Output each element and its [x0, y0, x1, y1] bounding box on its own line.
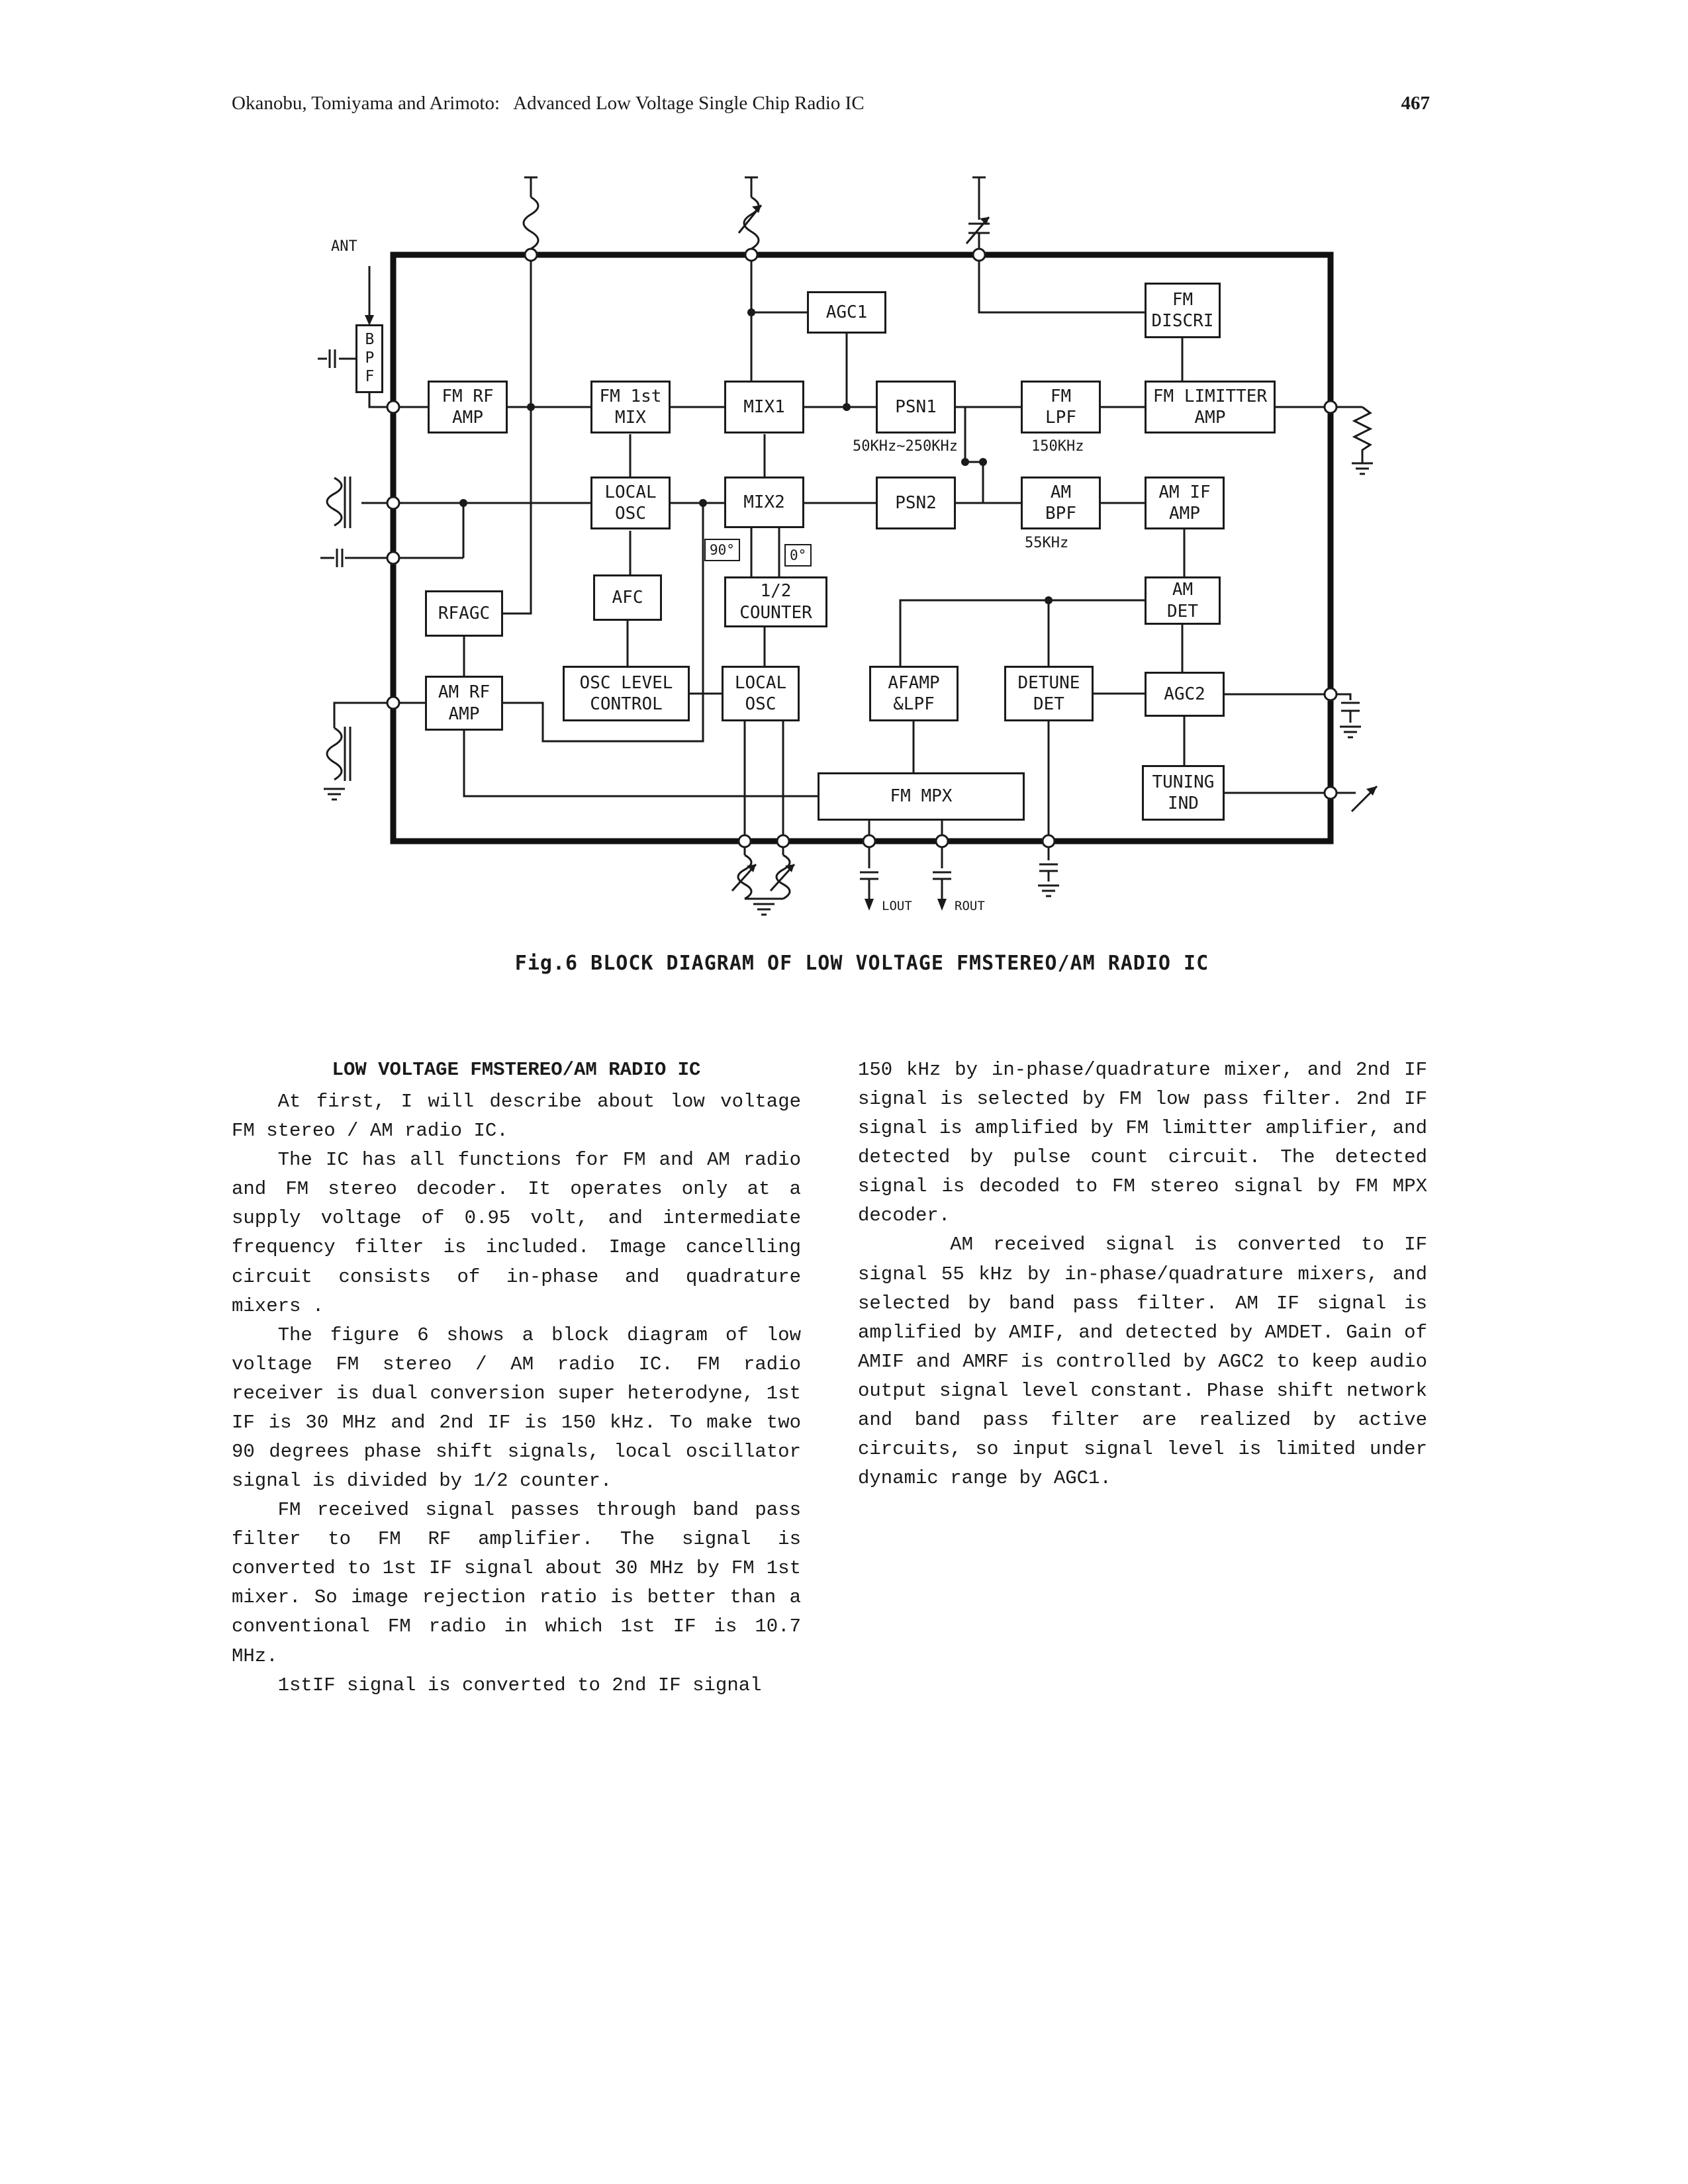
lout-label: LOUT: [882, 899, 912, 913]
rout-label: ROUT: [955, 899, 985, 913]
paragraph: 150 kHz by in-phase/quadrature mixer, an…: [858, 1059, 1427, 1227]
right-column: 150 kHz by in-phase/quadrature mixer, an…: [858, 1056, 1427, 1700]
block-afamp-lpf: AFAMP &LPF: [869, 666, 959, 721]
figure-caption: Fig.6 BLOCK DIAGRAM OF LOW VOLTAGE FMSTE…: [514, 952, 1209, 975]
pin-terminals: [386, 248, 1338, 848]
ground-symbols: [324, 462, 1373, 916]
phase-0-label: 0°: [784, 544, 812, 567]
block-osc-level-control: OSC LEVEL CONTROL: [563, 666, 690, 721]
am-bpf-freq-label: 55KHz: [1025, 535, 1069, 551]
block-psn1: PSN1: [876, 381, 956, 433]
block-fm-mpx: FM MPX: [818, 772, 1025, 821]
phase-90-label: 90°: [704, 539, 740, 561]
fm-lpf-freq-label: 150KHz: [1031, 438, 1084, 455]
block-fm-rf-amp: FM RF AMP: [428, 381, 508, 433]
block-am-bpf: AM BPF: [1021, 477, 1101, 529]
block-bpf: BPF: [355, 324, 383, 393]
block-diagram-figure: AGC1 FM DISCRI BPF FM RF AMP FM 1st MIX …: [0, 0, 1688, 993]
block-half-counter: 1/2 COUNTER: [724, 576, 827, 627]
junction-dots: [459, 308, 1053, 604]
left-column: LOW VOLTAGE FMSTEREO/AM RADIO IC At firs…: [232, 1056, 801, 1700]
paragraph: At first, I will describe about low volt…: [232, 1091, 801, 1142]
block-agc1: AGC1: [807, 291, 886, 334]
running-header: Okanobu, Tomiyama and Arimoto: Advanced …: [232, 93, 1430, 114]
block-tuning-ind: TUNING IND: [1142, 765, 1225, 821]
paragraph: FM received signal passes through band p…: [232, 1499, 801, 1667]
block-fm-discri: FM DISCRI: [1145, 283, 1221, 338]
block-am-det: AM DET: [1145, 576, 1221, 625]
block-agc2: AGC2: [1145, 672, 1225, 717]
arrowheads: [365, 205, 1377, 911]
block-mix1: MIX1: [724, 381, 804, 433]
paragraph: 1stIF signal is converted to 2nd IF sign…: [277, 1674, 762, 1696]
ic-boundary: [390, 251, 1334, 844]
section-title: LOW VOLTAGE FMSTEREO/AM RADIO IC: [332, 1059, 701, 1081]
block-fm-lpf: FM LPF: [1021, 381, 1101, 433]
paragraph: The IC has all functions for FM and AM r…: [232, 1149, 801, 1317]
block-psn2: PSN2: [876, 477, 956, 529]
ant-label: ANT: [331, 238, 357, 255]
block-local-osc2: LOCAL OSC: [722, 666, 800, 721]
paragraph: AM received signal is converted to IF si…: [858, 1234, 1427, 1490]
psn-band-label: 50KHz~250KHz: [853, 438, 958, 455]
block-mix2: MIX2: [724, 477, 804, 528]
block-rfagc: RFAGC: [425, 590, 503, 637]
header-citation: Okanobu, Tomiyama and Arimoto: Advanced …: [232, 93, 865, 114]
page-number: 467: [1401, 93, 1430, 114]
block-fm-1st-mix: FM 1st MIX: [590, 381, 671, 433]
block-am-if-amp: AM IF AMP: [1145, 477, 1225, 529]
article-body: LOW VOLTAGE FMSTEREO/AM RADIO IC At firs…: [232, 1056, 1427, 1700]
block-fm-limitter-amp: FM LIMITTER AMP: [1145, 381, 1276, 433]
block-afc: AFC: [593, 574, 662, 621]
block-detune-det: DETUNE DET: [1004, 666, 1094, 721]
wiring-diagram: [318, 176, 1378, 916]
paragraph: The figure 6 shows a block diagram of lo…: [232, 1324, 801, 1492]
block-am-rf-amp: AM RF AMP: [425, 676, 503, 731]
block-local-osc: LOCAL OSC: [590, 477, 671, 529]
